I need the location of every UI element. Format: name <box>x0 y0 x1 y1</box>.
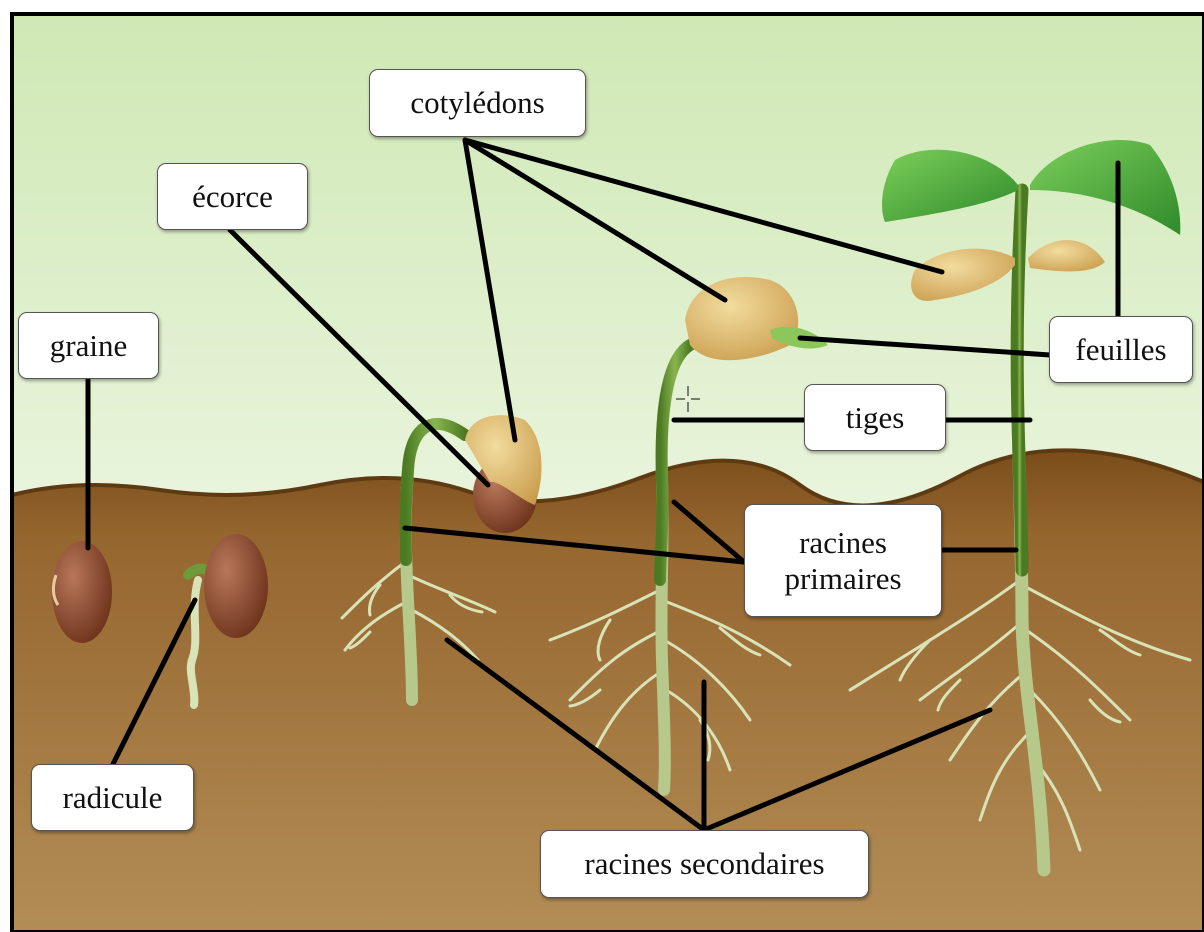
seed-graine <box>52 541 112 643</box>
label-tiges: tiges <box>804 384 946 451</box>
label-radicule-text: radicule <box>62 779 163 815</box>
label-racines-secondaires-text: racines secondaires <box>584 846 825 882</box>
label-racines-primaires: racines primaires <box>744 504 942 617</box>
seedling-stage-3 <box>340 415 542 706</box>
label-graine-text: graine <box>49 327 128 363</box>
leader-cotyledon-1 <box>462 137 518 443</box>
leader-lines <box>85 137 1121 833</box>
label-racines-primaires-line2: primaires <box>784 560 902 596</box>
roots-stage-4 <box>548 588 792 772</box>
label-feuilles-text: feuilles <box>1075 331 1167 367</box>
ground-line <box>11 448 1204 508</box>
leader-cotyledon-2 <box>462 137 728 303</box>
label-radicule: radicule <box>31 764 194 831</box>
roots-stage-5 <box>848 578 1192 852</box>
seed-hilum <box>51 574 60 606</box>
leader-racines-primaires-2 <box>671 499 747 565</box>
frame-border <box>10 12 1204 932</box>
label-cotyledons-text: cotylédons <box>410 85 545 121</box>
label-tiges-text: tiges <box>845 399 905 435</box>
leader-radicule <box>110 597 198 767</box>
label-racines-secondaires: racines secondaires <box>540 830 869 898</box>
seedling-stage-4 <box>548 276 828 796</box>
roots-stage-3 <box>340 558 497 662</box>
leader-cotyledon-3 <box>462 137 945 275</box>
leader-racines-primaires-1 <box>402 525 747 565</box>
leader-racines-secondaires-3 <box>701 707 993 833</box>
label-ecorce: écorce <box>157 163 308 230</box>
young-plant <box>848 139 1192 877</box>
crosshair-cursor-icon <box>676 386 700 412</box>
label-racines-primaires-line1: racines <box>799 524 887 560</box>
label-ecorce-text: écorce <box>192 178 273 214</box>
label-feuilles: feuilles <box>1049 316 1193 383</box>
leader-racines-secondaires-1 <box>444 637 707 833</box>
label-cotyledons: cotylédons <box>369 69 586 137</box>
leader-ecorce <box>227 227 491 488</box>
seed-with-radicle <box>183 534 268 709</box>
label-graine: graine <box>18 312 159 379</box>
leader-feuilles-2 <box>797 335 1053 358</box>
